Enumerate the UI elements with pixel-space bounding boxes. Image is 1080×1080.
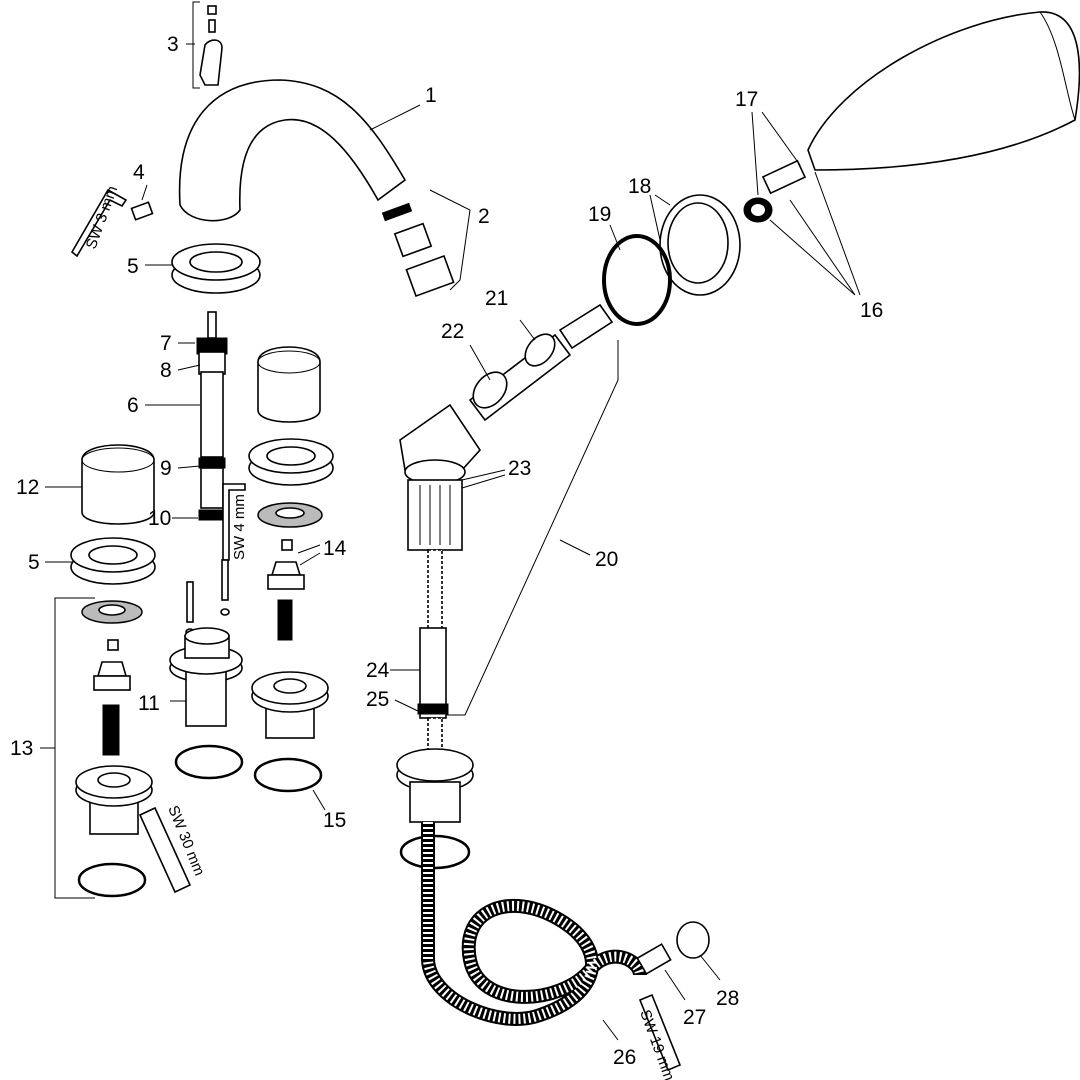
callout-3: 3 xyxy=(167,33,179,56)
callout-5b: 5 xyxy=(28,551,40,574)
part-12-handle xyxy=(81,444,155,525)
callout-4: 4 xyxy=(133,161,145,184)
part-23-hose-guide xyxy=(399,403,506,551)
part-5-rosette-top xyxy=(171,243,261,294)
part-18-ring xyxy=(649,194,741,296)
allen-key-4mm-label: SW 4 mm xyxy=(231,494,248,560)
allen-key-4mm: SW 4 mm xyxy=(222,483,248,561)
part-3-holder xyxy=(192,1,223,89)
part-2-aerator-set xyxy=(381,189,471,298)
callout-28: 28 xyxy=(716,987,739,1010)
callout-9: 9 xyxy=(160,457,172,480)
callout-17: 17 xyxy=(735,88,758,111)
part-1-spout xyxy=(178,79,407,222)
leader-lines xyxy=(45,43,421,713)
callout-10: 10 xyxy=(148,507,171,530)
callout-27: 27 xyxy=(683,1006,706,1029)
callout-5: 5 xyxy=(127,255,139,278)
hand-shower xyxy=(807,11,1080,171)
part-5-rosette-left xyxy=(70,537,156,585)
handle-cap-right xyxy=(248,346,334,528)
base-nut-right xyxy=(251,671,329,739)
wrench-19mm: SW 19 mm xyxy=(636,993,682,1080)
callout-2: 2 xyxy=(478,205,490,228)
callout-22: 22 xyxy=(441,320,464,343)
callout-6: 6 xyxy=(127,394,139,417)
callout-13: 13 xyxy=(10,737,33,760)
part-17-connector xyxy=(743,111,861,296)
part-14-valve xyxy=(267,539,321,641)
callout-7: 7 xyxy=(160,332,172,355)
mounting-screws xyxy=(185,559,230,636)
callout-labels: 1 2 3 4 5 5 6 7 8 9 10 11 12 13 14 15 16… xyxy=(10,33,883,1069)
callout-11: 11 xyxy=(138,692,160,715)
callout-23: 23 xyxy=(508,457,531,480)
part-28-adapter xyxy=(676,921,721,981)
part-21-22-swivel xyxy=(468,303,614,422)
callout-8: 8 xyxy=(160,359,172,382)
allen-key-3mm: SW 3 mm xyxy=(70,184,128,258)
wrench-30mm: SW 30 mm xyxy=(138,803,208,894)
callout-26: 26 xyxy=(613,1046,636,1069)
part-20-leader xyxy=(430,340,619,716)
callout-16: 16 xyxy=(860,299,883,322)
callout-19: 19 xyxy=(588,203,611,226)
callout-20: 20 xyxy=(595,548,618,571)
callout-12: 12 xyxy=(16,476,39,499)
part-11-mounting-base xyxy=(169,627,243,727)
callout-14: 14 xyxy=(323,537,347,560)
part-15-o-rings xyxy=(174,744,326,811)
part-13-valve-set xyxy=(40,597,153,899)
part-6-cartridge xyxy=(196,311,228,521)
allen-key-3mm-label: SW 3 mm xyxy=(83,184,121,252)
callout-18: 18 xyxy=(628,175,651,198)
part-4-grub-screw xyxy=(130,201,154,221)
part-19-seal xyxy=(602,224,672,326)
part-27-nut xyxy=(636,943,686,1001)
part-26-hose xyxy=(396,549,647,1041)
callout-21: 21 xyxy=(485,287,508,310)
callout-25: 25 xyxy=(366,688,389,711)
callout-15: 15 xyxy=(323,809,346,832)
callout-1: 1 xyxy=(425,84,437,107)
callout-24: 24 xyxy=(366,659,390,682)
